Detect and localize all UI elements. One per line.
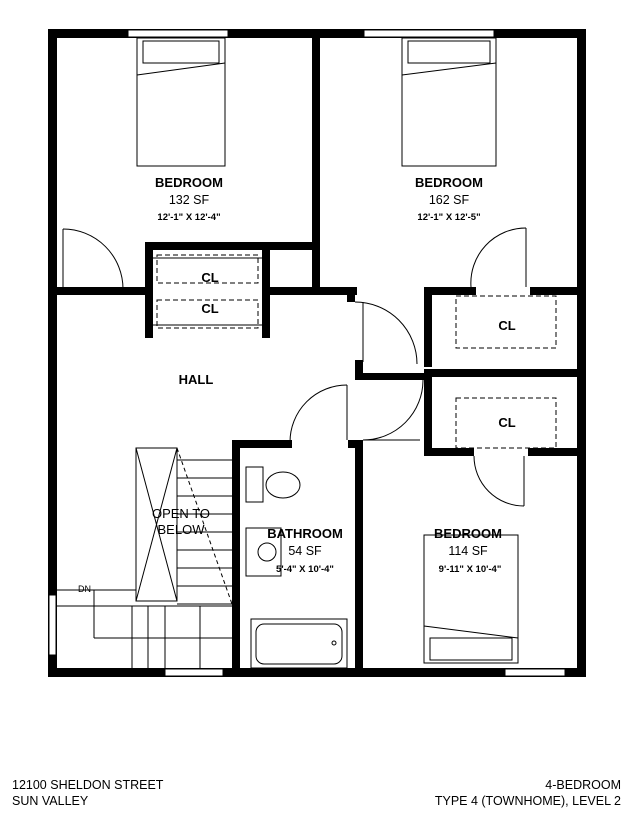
hall-label: HALL xyxy=(179,372,214,387)
closet-label-3: CL xyxy=(498,318,515,333)
closet-label-2: CL xyxy=(201,301,218,316)
open-to-below-line2: BELOW xyxy=(158,522,206,537)
open-to-below-line1: OPEN TO xyxy=(152,506,210,521)
room-labels: BEDROOM 132 SF 12'-1" X 12'-4" BEDROOM 1… xyxy=(78,175,516,594)
unit-type-line-1: 4-BEDROOM xyxy=(545,778,621,792)
unit-type-line-2: TYPE 4 (TOWNHOME), LEVEL 2 xyxy=(434,794,621,808)
stair-down-label: DN xyxy=(78,584,91,594)
closet-label-1: CL xyxy=(201,270,218,285)
closet-fixtures xyxy=(156,254,557,449)
bathroom-fixtures xyxy=(245,466,348,669)
closet-label-4: CL xyxy=(498,415,515,430)
address-line-1: 12100 SHELDON STREET xyxy=(12,778,164,792)
bedroom-se-name: BEDROOM xyxy=(434,526,502,541)
beds xyxy=(136,37,519,664)
bedroom-ne-area: 162 SF xyxy=(429,193,470,207)
doors xyxy=(62,227,527,507)
bedroom-ne-name: BEDROOM xyxy=(415,175,483,190)
interior-walls xyxy=(57,29,586,677)
bedroom-nw-dims: 12'-1" X 12'-4" xyxy=(157,212,220,223)
bedroom-nw-name: BEDROOM xyxy=(155,175,223,190)
windows xyxy=(48,29,566,677)
unit-type-block: 4-BEDROOM TYPE 4 (TOWNHOME), LEVEL 2 xyxy=(435,777,621,809)
bathroom-name: BATHROOM xyxy=(267,526,343,541)
bathroom-dims: 5'-4" X 10'-4" xyxy=(276,564,334,575)
bathroom-area: 54 SF xyxy=(288,544,322,558)
bedroom-ne-dims: 12'-1" X 12'-5" xyxy=(417,212,480,223)
address-block: 12100 SHELDON STREET SUN VALLEY xyxy=(12,777,163,809)
bedroom-se-area: 114 SF xyxy=(448,544,488,558)
address-line-2: SUN VALLEY xyxy=(12,794,89,808)
bedroom-se-dims: 9'-11" X 10'-4" xyxy=(439,564,502,575)
closet-rods xyxy=(153,257,262,326)
stair xyxy=(57,447,233,668)
bedroom-nw-area: 132 SF xyxy=(169,193,210,207)
